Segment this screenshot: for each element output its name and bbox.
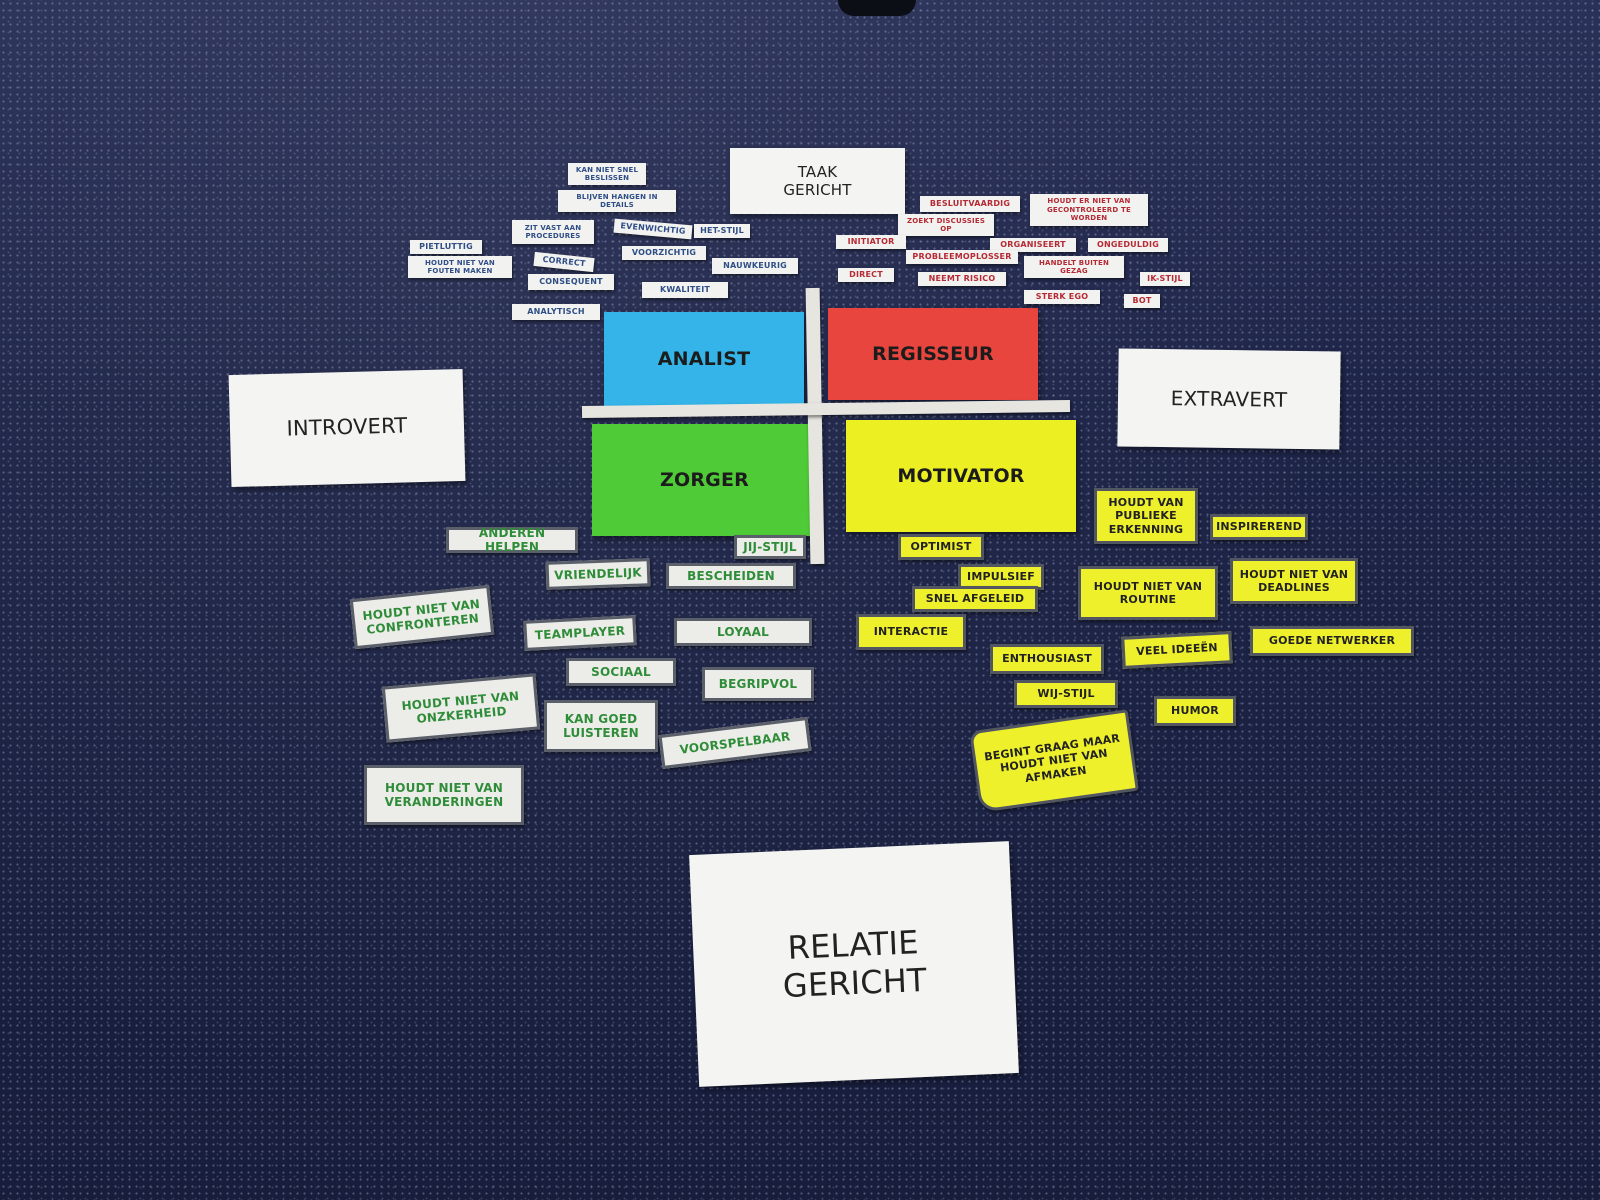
analist-label-kan-niet-snel-beslissen: KAN NIET SNEL BESLISSEN	[568, 163, 646, 185]
quadrant-zorger-label: ZORGER	[660, 468, 749, 491]
regisseur-label-zoekt-discussies: ZOEKT DISCUSSIES OP	[898, 214, 994, 236]
regisseur-label-probleemoplosser: PROBLEEMOPLOSSER	[906, 250, 1018, 264]
analist-label-evenwichtig: EVENWICHTIG	[613, 218, 693, 240]
axis-card-introvert: INTROVERT	[228, 368, 466, 488]
zorger-label-anderen-helpen: ANDEREN HELPEN	[446, 526, 578, 554]
regisseur-label-neemt-risico: NEEMT RISICO	[918, 272, 1006, 286]
motivator-label-optimist: OPTIMIST	[898, 534, 984, 560]
shoe	[838, 0, 916, 16]
zorger-label-sociaal: SOCIAAL	[566, 658, 676, 686]
quadrant-analist-label: ANALIST	[657, 347, 751, 370]
zorger-label-begripvol: BEGRIPVOL	[702, 667, 814, 701]
quadrant-regisseur-label: REGISSEUR	[872, 342, 994, 365]
zorger-label-houdt-niet-van-confronteren: HOUDT NIET VAN CONFRONTEREN	[349, 584, 495, 650]
analist-label-nauwkeurig: NAUWKEURIG	[712, 258, 798, 274]
quadrant-zorger: ZORGER	[592, 424, 817, 536]
motivator-label-snel-afgeleid: SNEL AFGELEID	[912, 586, 1038, 612]
analist-label-analytisch: ANALYTISCH	[512, 304, 600, 320]
zorger-label-voorspelbaar: VOORSPELBAAR	[658, 716, 812, 770]
regisseur-label-handelt-buiten-gezag: HANDELT BUITEN GEZAG	[1024, 256, 1124, 278]
analist-label-pietluttig: PIETLUTTIG	[410, 240, 482, 254]
zorger-label-teamplayer: TEAMPLAYER	[523, 615, 637, 651]
regisseur-label-initiator: INITIATOR	[836, 235, 906, 249]
analist-label-kwaliteit: KWALITEIT	[642, 282, 728, 298]
quadrant-motivator-label: MOTIVATOR	[897, 464, 1025, 487]
analist-label-blijven-hangen: BLIJVEN HANGEN IN DETAILS	[558, 190, 676, 212]
motivator-label-wij-stijl: WIJ-STIJL	[1014, 680, 1118, 708]
analist-label-houdt-niet-van-fouten: HOUDT NIET VAN FOUTEN MAKEN	[408, 256, 512, 278]
analist-label-voorzichtig: VOORZICHTIG	[622, 246, 706, 260]
zorger-label-houdt-niet-van-onzkerheid: HOUDT NIET VAN ONZKERHEID	[381, 673, 541, 743]
regisseur-label-ongeduldig: ONGEDULDIG	[1088, 238, 1168, 252]
regisseur-label-besluitvaardig: BESLUITVAARDIG	[920, 196, 1020, 212]
analist-label-het-stijl: HET-STIJL	[694, 224, 750, 238]
quadrant-regisseur: REGISSEUR	[828, 308, 1038, 400]
analist-label-zit-vast: ZIT VAST AAN PROCEDURES	[512, 220, 594, 244]
motivator-label-publieke-erkenning: HOUDT VAN PUBLIEKE ERKENNING	[1094, 488, 1198, 544]
regisseur-label-direct: DIRECT	[838, 268, 894, 282]
motivator-label-impulsief: IMPULSIEF	[958, 564, 1044, 590]
regisseur-label-ik-stijl: IK-STIJL	[1140, 272, 1190, 286]
axis-top-line-2: GERICHT	[783, 181, 852, 199]
zorger-label-vriendelijk: VRIENDELIJK	[545, 558, 651, 590]
regisseur-label-gecontroleerd: HOUDT ER NIET VAN GECONTROLEERD TE WORDE…	[1030, 194, 1148, 226]
axis-right-label: EXTRAVERT	[1170, 386, 1288, 412]
zorger-label-loyaal: LOYAAL	[674, 618, 812, 646]
quadrant-analist: ANALIST	[604, 312, 804, 406]
axis-card-extravert: EXTRAVERT	[1117, 348, 1341, 450]
regisseur-label-sterk-ego: STERK EGO	[1024, 290, 1100, 304]
regisseur-label-organiseert: ORGANISEERT	[990, 238, 1076, 252]
motivator-label-houdt-niet-van-deadlines: HOUDT NIET VAN DEADLINES	[1230, 558, 1358, 604]
axis-top-line-1: TAAK	[797, 163, 838, 181]
zorger-label-houdt-niet-van-veranderingen: HOUDT NIET VAN VERANDERINGEN	[364, 765, 524, 825]
motivator-label-begint-graag: BEGINT GRAAG MAAR HOUDT NIET VAN AFMAKEN	[969, 709, 1139, 813]
motivator-label-inspirerend: INSPIREREND	[1210, 514, 1308, 540]
motivator-label-veel-ideeen: VEEL IDEEËN	[1121, 631, 1233, 669]
zorger-label-kan-goed-luisteren: KAN GOED LUISTEREN	[544, 700, 658, 752]
motivator-label-goede-netwerker: GOEDE NETWERKER	[1250, 626, 1414, 656]
motivator-label-houdt-niet-van-routine: HOUDT NIET VAN ROUTINE	[1078, 566, 1218, 620]
motivator-label-enthousiast: ENTHOUSIAST	[990, 644, 1104, 674]
axis-bottom-line-1: RELATIE	[786, 922, 920, 967]
zorger-label-jij-stijl: JIJ-STIJL	[734, 535, 806, 559]
motivator-label-interactie: INTERACTIE	[856, 614, 966, 650]
quadrant-motivator: MOTIVATOR	[846, 420, 1076, 532]
axis-bottom-line-2: GERICHT	[782, 960, 928, 1006]
analist-label-consequent: CONSEQUENT	[528, 274, 614, 290]
zorger-label-bescheiden: BESCHEIDEN	[666, 563, 796, 589]
regisseur-label-bot: BOT	[1124, 294, 1160, 308]
analist-label-correct: CORRECT	[533, 251, 595, 273]
motivator-label-humor: HUMOR	[1154, 696, 1236, 726]
axis-left-label: INTROVERT	[286, 413, 408, 441]
